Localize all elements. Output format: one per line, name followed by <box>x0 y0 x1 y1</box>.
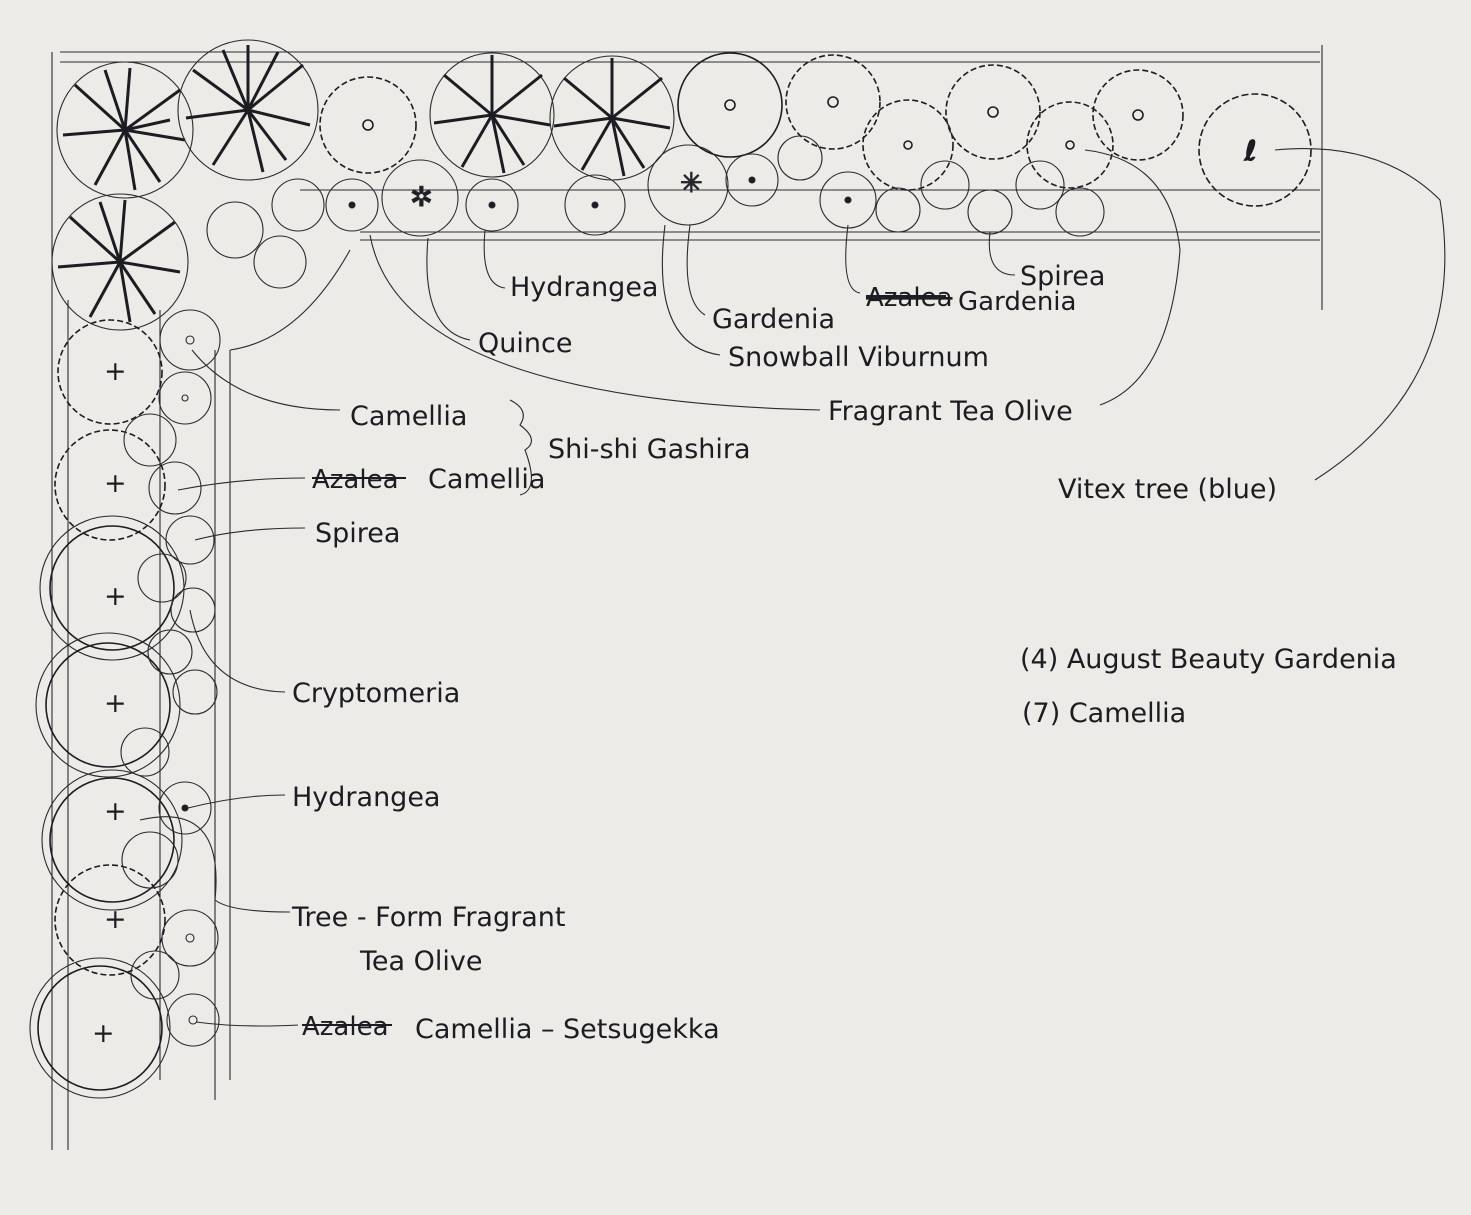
bed-outlines <box>51 45 1323 1150</box>
starburst-2 <box>177 39 319 181</box>
svg-text:+: + <box>104 356 127 387</box>
label-shishi-gashira: Shi-shi Gashira <box>548 434 751 465</box>
label-gardenia-top: Gardenia <box>712 304 835 335</box>
note-line-1: (4) August Beauty Gardenia <box>1020 644 1397 675</box>
label-quince: Quince <box>478 328 572 359</box>
svg-text:+: + <box>104 581 127 612</box>
label-spirea-top: Spirea <box>1020 261 1105 292</box>
svg-text:+: + <box>104 688 127 719</box>
left-column-small-shrubs <box>120 309 221 1047</box>
top-row-small-shrubs: ✲ ✳ <box>206 135 1105 289</box>
tea-olive-shrub <box>319 76 417 174</box>
starburst-4 <box>429 52 555 178</box>
starburst-1 <box>56 61 194 199</box>
plant-labels: Hydrangea Quince Gardenia Snowball Vibur… <box>291 261 1277 1045</box>
label-azalea-left-struck: Azalea <box>312 465 399 495</box>
svg-text:+: + <box>104 796 127 827</box>
svg-text:✳: ✳ <box>680 168 703 199</box>
label-camellia-left2: Camellia <box>428 464 545 495</box>
note-line-2: (7) Camellia <box>1022 698 1186 729</box>
vitex-tree <box>1198 93 1312 207</box>
label-camellia-left: Camellia <box>350 401 467 432</box>
svg-text:ℓ: ℓ <box>1244 136 1256 167</box>
snowball-viburnum-shrub <box>677 52 783 158</box>
label-azalea-top-struck: Azalea <box>866 283 953 313</box>
top-row-shrubs: ℓ <box>319 52 1312 207</box>
svg-text:+: + <box>104 904 127 935</box>
label-gardenia-top2: Gardenia <box>958 287 1076 317</box>
left-column-shrubs <box>29 319 185 1099</box>
plus-markers: + + + + + + + <box>92 356 127 1049</box>
label-hydrangea-top: Hydrangea <box>510 272 658 303</box>
label-tree-form-1: Tree - Form Fragrant <box>291 902 565 933</box>
starburst-shrubs <box>51 39 675 331</box>
plant-count-notes: (4) August Beauty Gardenia (7) Camellia <box>1020 644 1397 729</box>
label-azalea-bottom-struck: Azalea <box>302 1012 389 1042</box>
label-vitex-tree: Vitex tree (blue) <box>1058 474 1277 505</box>
quince-shrub <box>381 159 459 237</box>
label-snowball-viburnum: Snowball Viburnum <box>728 342 989 373</box>
leader-lines <box>139 148 1446 1027</box>
label-camellia-setsugekka: Camellia – Setsugekka <box>415 1014 720 1045</box>
label-fragrant-tea-olive: Fragrant Tea Olive <box>828 396 1073 427</box>
starburst-3 <box>51 193 189 331</box>
svg-text:+: + <box>92 1018 115 1049</box>
label-spirea-left: Spirea <box>315 518 400 549</box>
label-hydrangea-left: Hydrangea <box>292 782 440 813</box>
label-cryptomeria: Cryptomeria <box>292 678 460 709</box>
label-tree-form-2: Tea Olive <box>359 946 483 977</box>
svg-text:✲: ✲ <box>410 182 433 213</box>
starburst-5 <box>549 55 675 181</box>
svg-text:+: + <box>104 468 127 499</box>
